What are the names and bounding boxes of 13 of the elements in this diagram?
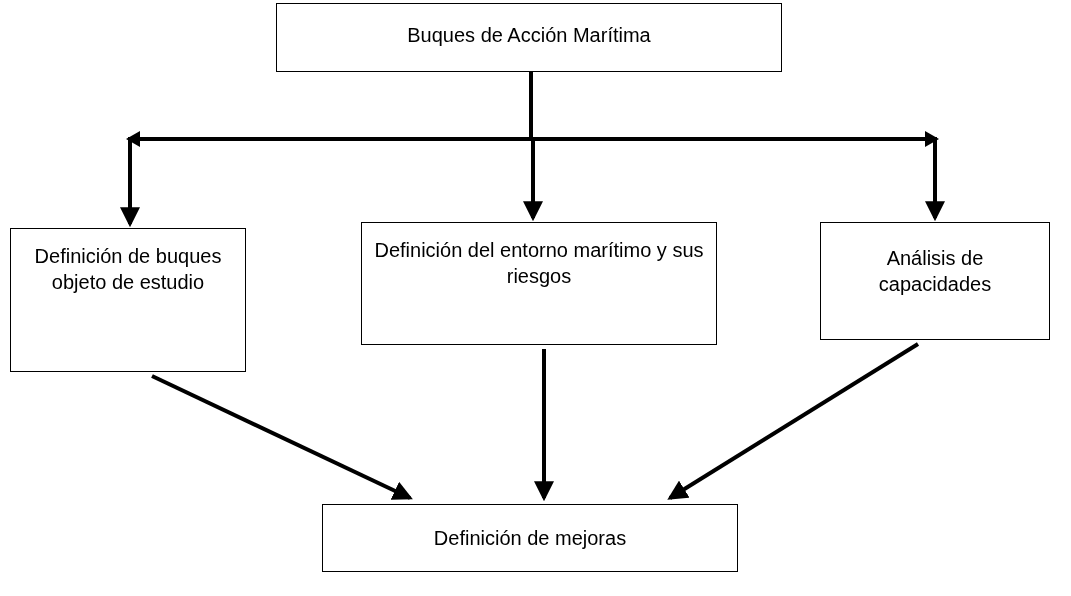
- process-box: [10, 228, 246, 372]
- box-label: Definición de mejoras: [433, 526, 627, 551]
- box-label: Definición de buques objeto de estudio: [33, 244, 223, 295]
- process-box: [276, 3, 782, 72]
- process-box: [361, 222, 717, 345]
- box-label: Análisis de capacidades: [877, 246, 993, 297]
- process-box: [820, 222, 1050, 340]
- process-box: [322, 504, 738, 572]
- box-label: Buques de Acción Marítima: [407, 23, 651, 48]
- arrow: [534, 349, 554, 502]
- box-label: Definición del entorno marítimo y sus riesgos: [373, 238, 705, 289]
- arrow: [667, 342, 920, 500]
- arrow: [151, 374, 413, 500]
